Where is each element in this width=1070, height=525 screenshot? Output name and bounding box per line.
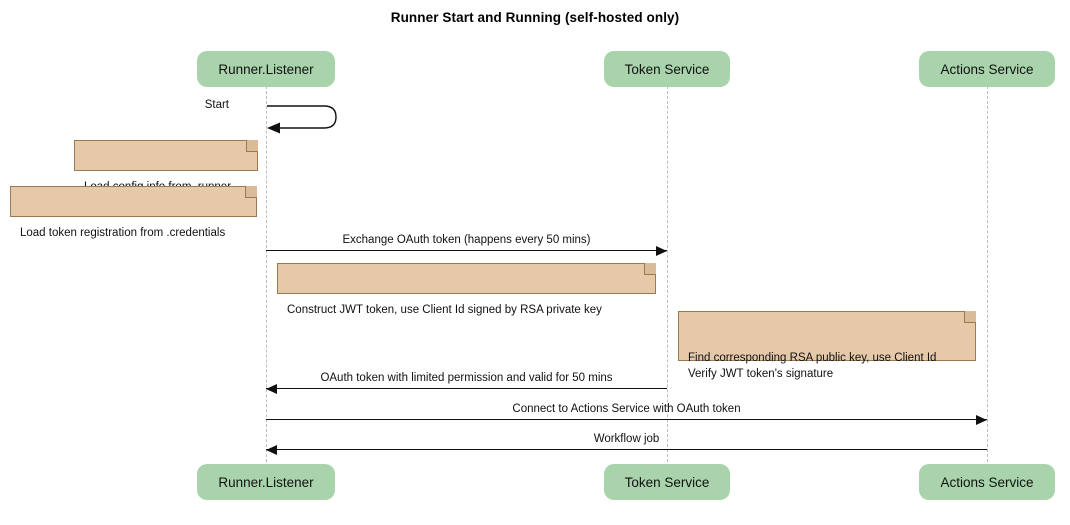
lifeline-runner-listener [266,86,267,462]
participant-actions-service-top[interactable]: Actions Service [919,51,1055,87]
message-label-start: Start [204,99,229,111]
arrowhead-left-icon [266,444,277,455]
participant-token-service-bottom[interactable]: Token Service [604,464,730,500]
page-title: Runner Start and Running (self-hosted on… [390,10,680,25]
note-text: Load token registration from .credential… [20,227,226,239]
note-text: Find corresponding RSA public key, use C… [688,352,937,380]
note-load-token-registration: Load token registration from .credential… [10,186,257,239]
message-line-exchange-oauth-token [266,250,667,251]
participant-runner-listener-top[interactable]: Runner.Listener [197,51,335,87]
note-load-config-info: Load config info from .runner [74,140,258,193]
note-fold-corner-icon [644,263,656,275]
note-construct-jwt-token: Construct JWT token, use Client Id signe… [277,263,656,316]
participant-label: Token Service [624,61,710,77]
arrowhead-right-icon [656,245,667,256]
arrowhead-left-icon [266,383,277,394]
note-fold-corner-icon [246,140,258,152]
participant-label: Runner.Listener [218,61,314,77]
participant-runner-listener-bottom[interactable]: Runner.Listener [197,464,335,500]
arrowhead-right-icon [976,414,987,425]
message-label-oauth-token-limited-permission: OAuth token with limited permission and … [320,372,613,384]
self-message-arrow-start [266,101,346,135]
message-line-oauth-token-limited-permission [266,388,667,389]
message-line-connect-to-actions-service [266,419,987,420]
note-text: Construct JWT token, use Client Id signe… [287,304,602,316]
participant-label: Token Service [624,474,710,490]
note-fold-corner-icon [245,186,257,198]
participant-actions-service-bottom[interactable]: Actions Service [919,464,1055,500]
message-label-workflow-job: Workflow job [593,433,660,445]
participant-label: Actions Service [940,61,1034,77]
lifeline-actions-service [987,86,988,462]
note-verify-jwt-signature: Find corresponding RSA public key, use C… [678,311,976,380]
lifeline-token-service [667,86,668,462]
participant-label: Actions Service [940,474,1034,490]
message-line-workflow-job [266,449,987,450]
note-fold-corner-icon [964,311,976,323]
participant-token-service-top[interactable]: Token Service [604,51,730,87]
participant-label: Runner.Listener [218,474,314,490]
message-label-connect-to-actions-service: Connect to Actions Service with OAuth to… [512,403,741,415]
message-label-exchange-oauth-token: Exchange OAuth token (happens every 50 m… [342,234,591,246]
